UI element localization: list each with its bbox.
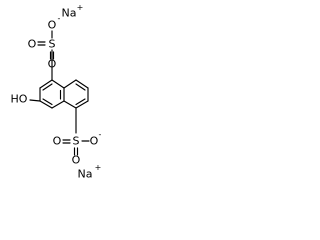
sodium-top-label: Na (62, 7, 77, 20)
bond-double-c5-c6 (42, 98, 53, 106)
bond-c3-c7 (63, 79, 77, 89)
oxygen-anion-bottom-label: O (90, 135, 99, 148)
naphthalene-disulfonate-structure: Na + O - S O O HO S O O O - Na + (11, 3, 102, 181)
bond-double-c1-c2 (42, 83, 53, 91)
sodium-bottom-charge: + (95, 163, 102, 172)
bond-double-c7-c8 (75, 83, 86, 91)
bond-c5-c6 (39, 100, 53, 109)
oxygen-anion-bottom-charge: - (99, 130, 102, 139)
hydroxyl-label: HO (11, 93, 28, 106)
ring-bonds (39, 79, 89, 109)
bond-c2-c3 (51, 79, 65, 89)
oxygen-anion-top-charge: - (58, 14, 61, 23)
bond-c4-c5 (51, 100, 65, 109)
oxygen-anion-top-label: O (48, 19, 57, 32)
sodium-bottom-label: Na (78, 168, 93, 181)
bond-c9-c10 (75, 100, 89, 109)
oxygen-bottom-lower-label: O (72, 154, 81, 167)
sulfur-top-label: S (49, 38, 56, 51)
bond-double-c9-c10 (75, 98, 86, 106)
atom-labels: Na + O - S O O HO S O O O - Na + (11, 3, 102, 181)
oxygen-top-lower-label: O (48, 58, 57, 71)
oxygen-top-left-label: O (28, 38, 37, 51)
bond-c7-c8 (75, 79, 89, 89)
substituent-bonds (29, 30, 90, 156)
bond-c1-c2 (39, 79, 53, 89)
sodium-top-charge: + (77, 3, 84, 12)
oxygen-bottom-left-label: O (53, 135, 62, 148)
bond-c10-c4 (63, 100, 77, 109)
sulfur-bottom-label: S (73, 135, 80, 148)
bond-c6-oh (29, 99, 41, 102)
